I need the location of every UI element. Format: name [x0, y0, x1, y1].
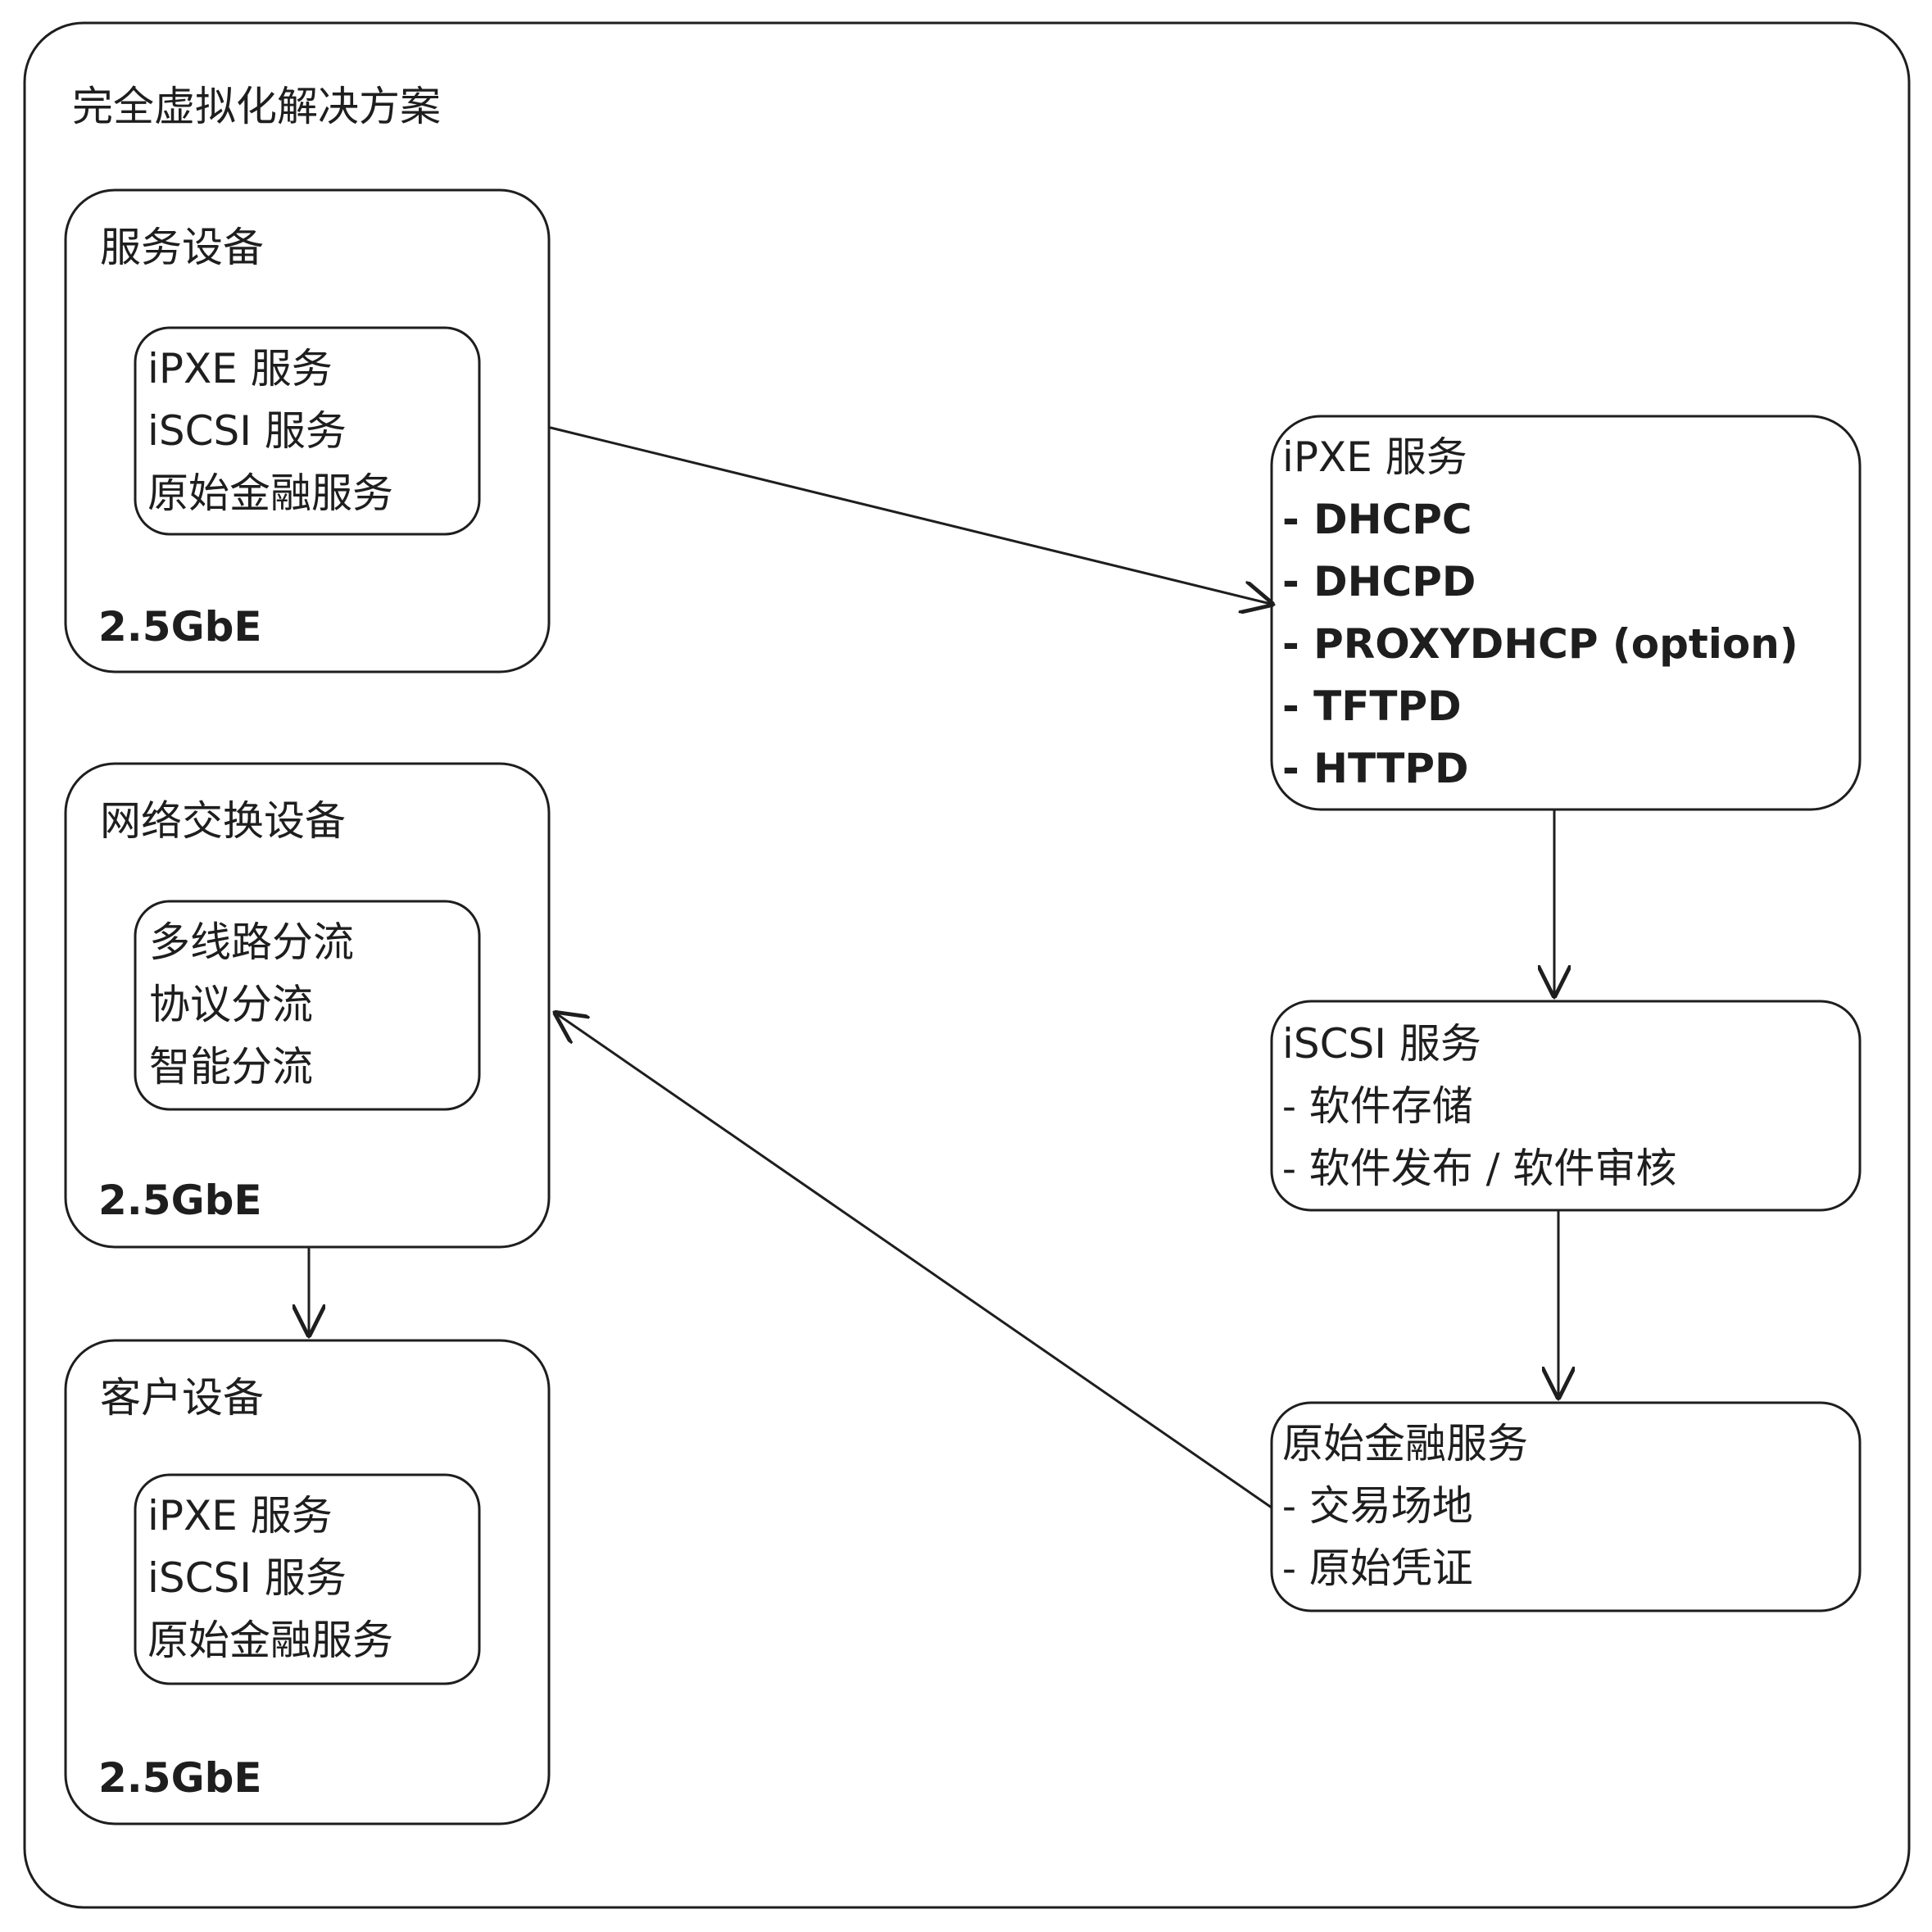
- ipxe-item-4: - TFTPD: [1282, 683, 1462, 730]
- finance-item-1: - 交易场地: [1282, 1482, 1473, 1530]
- service-device-box: [64, 188, 551, 673]
- switch-device-title: 网络交换设备: [100, 797, 346, 845]
- iscsi-box: [1270, 1000, 1862, 1212]
- client-inner-line-2: iSCSI 服务: [147, 1554, 347, 1602]
- service-device-inner-box: [134, 326, 481, 536]
- service-inner-line-1: iPXE 服务: [147, 345, 333, 392]
- switch-inner-line-3: 智能分流: [149, 1043, 313, 1091]
- switch-inner-line-1: 多线路分流: [149, 918, 354, 966]
- service-inner-line-2: iSCSI 服务: [147, 407, 347, 455]
- client-device-title: 客户设备: [100, 1374, 264, 1422]
- ipxe-item-2: - DHCPD: [1282, 558, 1476, 605]
- client-inner-line-1: iPXE 服务: [147, 1492, 333, 1540]
- arrow-service-to-ipxe: [549, 426, 1274, 605]
- client-device-speed: 2.5GbE: [98, 1754, 262, 1802]
- finance-item-2: - 原始凭证: [1282, 1544, 1473, 1592]
- client-device-box: [64, 1339, 551, 1825]
- iscsi-item-1: - 软件存储: [1282, 1082, 1473, 1130]
- switch-device-inner-box: [134, 900, 481, 1111]
- service-inner-line-3: 原始金融服务: [147, 469, 393, 517]
- client-device-inner-box: [134, 1473, 481, 1685]
- outer-title: 完全虚拟化解决方案: [72, 83, 441, 130]
- service-device-title: 服务设备: [100, 224, 264, 271]
- switch-device-speed: 2.5GbE: [98, 1177, 262, 1224]
- ipxe-item-1: - DHCPC: [1282, 496, 1472, 543]
- switch-device-box: [64, 762, 551, 1249]
- outer-frame: [23, 21, 1911, 1909]
- iscsi-item-2: - 软件发布 / 软件审核: [1282, 1145, 1677, 1192]
- arrow-finance-to-switch: [554, 1012, 1273, 1509]
- ipxe-item-3: - PROXYDHCP (option): [1282, 620, 1798, 668]
- ipxe-item-5: - HTTPD: [1282, 745, 1469, 792]
- client-inner-line-3: 原始金融服务: [147, 1617, 393, 1664]
- switch-inner-line-2: 协议分流: [149, 981, 313, 1028]
- service-device-speed: 2.5GbE: [98, 603, 262, 651]
- iscsi-box-title: iSCSI 服务: [1282, 1020, 1481, 1068]
- finance-box-title: 原始金融服务: [1282, 1420, 1528, 1467]
- ipxe-box-title: iPXE 服务: [1282, 433, 1467, 481]
